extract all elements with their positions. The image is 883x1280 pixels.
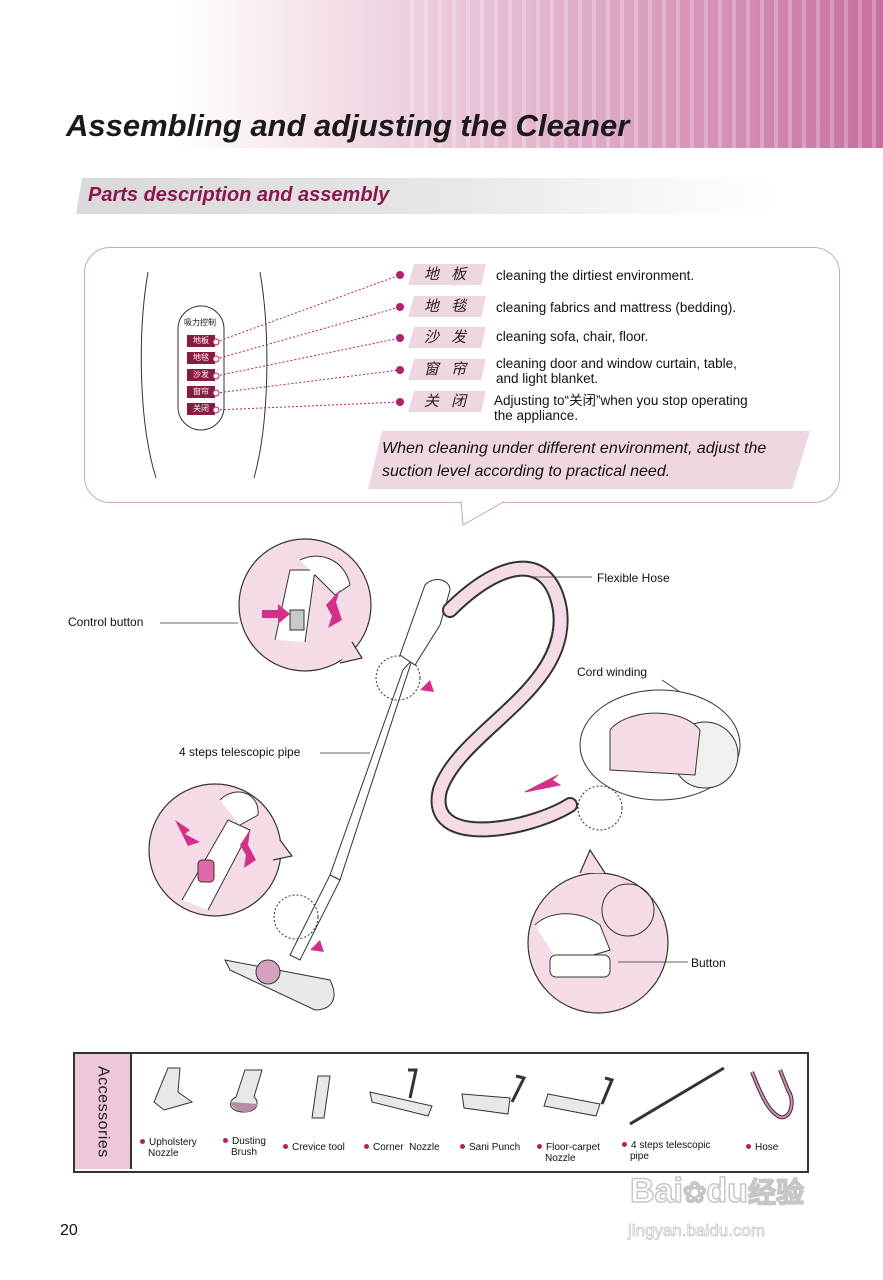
watermark-url: jingyan.baidu.com — [628, 1221, 766, 1241]
mode-bullet — [396, 271, 404, 279]
mode-tag-curtain: 窗 帘 — [408, 359, 486, 380]
mode-tag-sofa: 沙 发 — [408, 327, 486, 348]
speech-tail — [460, 499, 508, 526]
floor-carpet-nozzle-icon — [543, 1076, 615, 1117]
panel-button-sofa[interactable]: 沙发 — [187, 369, 215, 381]
accessories-label-wrap: Accessories — [75, 1054, 130, 1169]
mode-tag-floor: 地 板 — [408, 264, 486, 285]
accessory-item-crevice-tool: Crevice tool — [283, 1142, 359, 1153]
panel-heading: 吸力控制 — [184, 318, 216, 327]
accessory-item-sani-punch: Sani Punch — [460, 1142, 530, 1153]
panel-button-floor[interactable]: 地板 — [187, 335, 215, 347]
callout-telescopic-pipe: 4 steps telescopic pipe — [179, 745, 301, 759]
header-stripes — [400, 0, 883, 148]
hose-icon — [750, 1069, 794, 1120]
watermark-suffix: 经验 — [747, 1176, 805, 1209]
mode-leader-lines — [212, 274, 401, 414]
panel-button-list: 地板 地毯 沙发 窗帘 关闭 — [187, 335, 215, 420]
hose-button-zoom — [527, 848, 669, 1014]
upholstery-nozzle-icon — [153, 1067, 194, 1111]
crevice-tool-icon — [311, 1075, 331, 1119]
control-button-zoom — [238, 538, 372, 672]
header-gradient-band — [0, 0, 883, 148]
mode-bullet — [396, 303, 404, 311]
mode-desc-sofa: cleaning sofa, chair, floor. — [496, 329, 649, 344]
section-bar — [76, 178, 776, 214]
watermark-brand2: du — [706, 1171, 749, 1211]
accessories-box — [73, 1052, 809, 1173]
watermark-brand: Bai — [629, 1171, 683, 1211]
pipe-lock-zoom — [148, 783, 294, 917]
mode-bullet — [396, 398, 404, 406]
note-box — [368, 431, 810, 489]
sani-punch-icon — [461, 1074, 527, 1115]
callout-flexible-hose: Flexible Hose — [597, 571, 670, 585]
page-title: Assembling and adjusting the Cleaner — [66, 108, 630, 143]
accessory-item-corner-nozzle: Corner Nozzle — [364, 1142, 454, 1153]
mode-desc-curtain: cleaning door and window curtain, table,… — [496, 356, 737, 386]
mode-desc-carpet: cleaning fabrics and mattress (bedding). — [496, 300, 737, 315]
mode-tag-carpet: 地 毯 — [408, 296, 486, 317]
page-number: 20 — [60, 1222, 78, 1239]
panel-button-off[interactable]: 关闭 — [187, 403, 215, 415]
accessory-item-hose: Hose — [746, 1142, 796, 1153]
vacuum-illustration — [148, 538, 741, 1014]
panel-button-curtain[interactable]: 窗帘 — [187, 386, 215, 398]
callout-cord-winding: Cord winding — [577, 665, 648, 679]
accessories-sidebar — [75, 1054, 132, 1169]
accessories-label: Accessories — [94, 1065, 112, 1158]
panel-button-carpet[interactable]: 地毯 — [187, 352, 215, 364]
watermark-paw-icon: ❀ — [682, 1176, 707, 1209]
corner-nozzle-icon — [369, 1068, 433, 1117]
mode-bullet — [396, 366, 404, 374]
mode-desc-floor: cleaning the dirtiest environment. — [496, 268, 695, 283]
telescopic-pipe-icon — [629, 1066, 725, 1126]
callout-button: Button — [691, 956, 726, 970]
callout-control-button: Control button — [68, 615, 144, 629]
section-title: Parts description and assembly — [88, 184, 390, 206]
baidu-watermark: Bai❀du经验 jingyan.baidu.com — [600, 1165, 840, 1250]
dusting-brush-icon — [229, 1069, 263, 1113]
accessory-icons — [153, 1066, 794, 1126]
note-text: When cleaning under different environmen… — [382, 440, 767, 480]
mode-bullet — [396, 334, 404, 342]
mode-tag-off: 关 闭 — [408, 391, 486, 412]
